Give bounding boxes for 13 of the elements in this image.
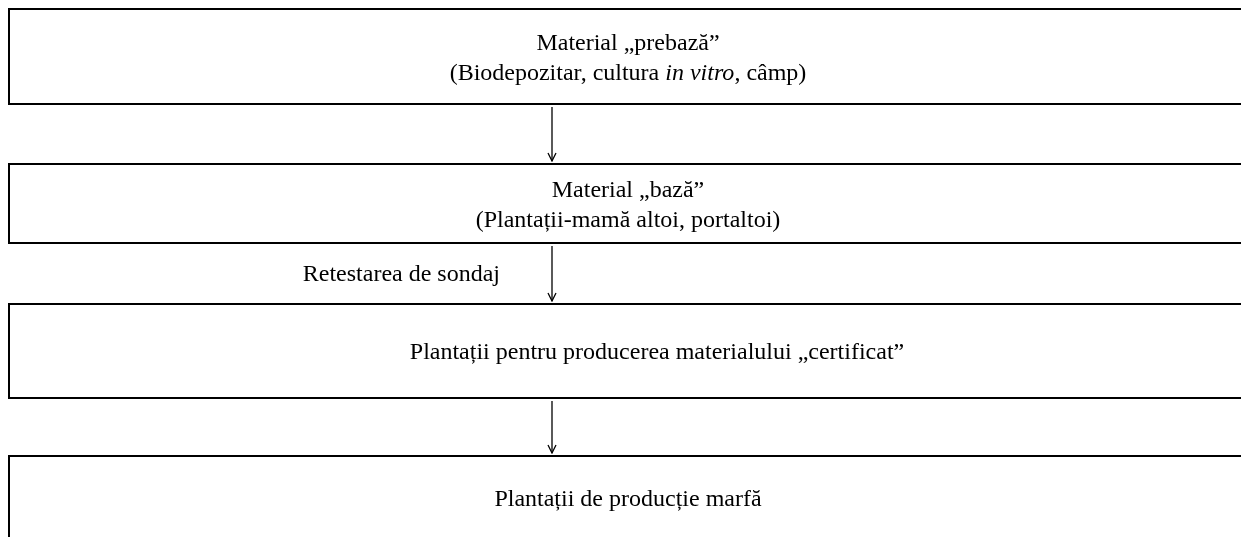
- box-text: Plantații de producție marfă: [494, 484, 762, 513]
- box-text: Plantații pentru producerea materialului „certificat”: [409, 337, 905, 366]
- box-text: Material „bază”: [551, 174, 705, 204]
- process-box: [8, 163, 1241, 244]
- box-text: (Biodepozitar, cultura in vitro, câmp): [449, 57, 807, 87]
- box-text: Material „prebază”: [536, 27, 720, 57]
- arrow: [547, 400, 557, 454]
- box-text: (Plantații-mamă altoi, portaltoi): [475, 204, 781, 234]
- process-box: [8, 303, 1241, 399]
- process-box: [8, 455, 1241, 537]
- arrow: [547, 245, 557, 302]
- arrow: [547, 106, 557, 162]
- process-box: [8, 8, 1241, 105]
